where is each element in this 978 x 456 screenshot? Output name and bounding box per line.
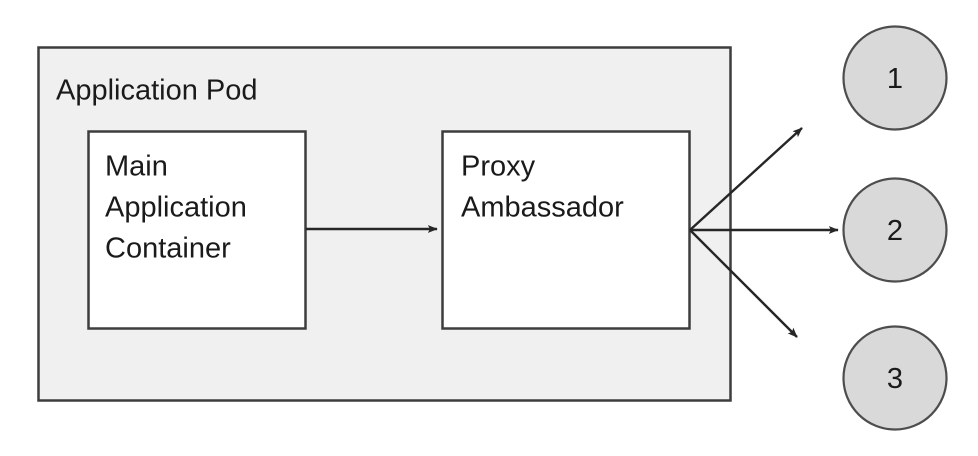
connector-proxy-to-endpoint-1-arrow [689,127,803,231]
endpoint-2-circle [842,177,948,283]
main-application-container-line-3: Container [105,233,231,265]
endpoint-3-circle [842,325,948,431]
proxy-ambassador-container-line-2: Ambassador [461,192,624,224]
main-application-container-line-2: Application [105,192,247,224]
endpoint-1-label: 1 [887,63,903,95]
proxy-ambassador-container-line-1: Proxy [461,151,536,183]
endpoint-1-circle [842,25,948,131]
connector-proxy-to-endpoint-3-arrow [689,229,798,338]
main-application-container-box [87,130,307,330]
application-pod-label: Application Pod [56,75,258,107]
endpoint-3-label: 3 [887,363,903,395]
main-application-container-line-1: Main [105,151,168,183]
endpoint-2-label: 2 [887,215,903,247]
proxy-ambassador-container-box [441,130,691,330]
